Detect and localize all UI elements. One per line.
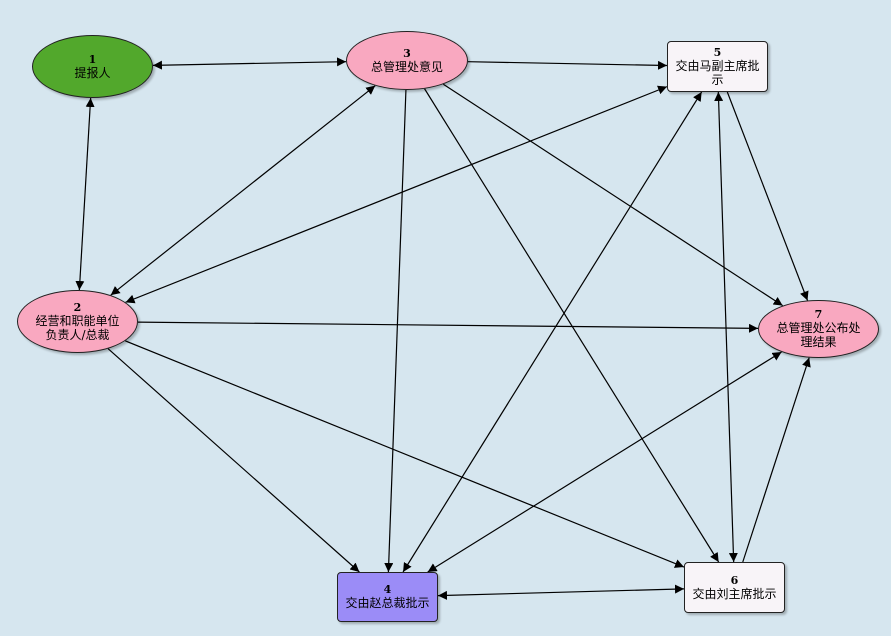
edge-4-5[interactable] bbox=[402, 91, 703, 573]
node-number: 7 bbox=[814, 308, 823, 321]
node-number: 4 bbox=[383, 583, 392, 596]
edge-2-7[interactable] bbox=[137, 321, 759, 333]
edge-2-6[interactable] bbox=[125, 340, 685, 568]
node-number: 3 bbox=[403, 46, 411, 60]
edge-3-4[interactable] bbox=[384, 89, 407, 573]
edge-2-4[interactable] bbox=[107, 348, 360, 573]
node-label: 总管理处意见 bbox=[370, 59, 443, 74]
node-6-chairman-approval[interactable]: 6 交由刘主席批示 bbox=[684, 562, 785, 613]
node-label: 交由马副主席批示 bbox=[675, 58, 760, 87]
node-number: 5 bbox=[713, 45, 722, 59]
edge-2-5[interactable] bbox=[125, 85, 668, 304]
edge-2-3[interactable] bbox=[110, 85, 376, 296]
node-number: 1 bbox=[88, 52, 97, 66]
node-number: 6 bbox=[730, 573, 739, 587]
edge-4-6[interactable] bbox=[437, 584, 685, 600]
edge-1-3[interactable] bbox=[152, 57, 347, 70]
node-label: 经营和职能单位负责人/总裁 bbox=[35, 313, 120, 342]
node-1-reporter[interactable]: 1 提报人 bbox=[32, 35, 153, 98]
node-2-unit-head[interactable]: 2 经营和职能单位负责人/总裁 bbox=[17, 290, 138, 353]
edge-5-7[interactable] bbox=[726, 91, 809, 301]
node-3-admin-opinion[interactable]: 3 总管理处意见 bbox=[346, 31, 468, 90]
node-4-president-approval[interactable]: 4 交由赵总裁批示 bbox=[337, 572, 438, 622]
edge-3-5[interactable] bbox=[467, 60, 668, 70]
edge-6-7[interactable] bbox=[742, 357, 811, 563]
node-number: 2 bbox=[73, 300, 82, 314]
node-label: 交由赵总裁批示 bbox=[345, 596, 430, 610]
node-7-publish-result[interactable]: 7 总管理处公布处理结果 bbox=[758, 300, 879, 358]
edge-5-6[interactable] bbox=[714, 91, 738, 563]
node-label: 提报人 bbox=[74, 65, 111, 80]
node-label: 交由刘主席批示 bbox=[692, 586, 777, 601]
node-label: 总管理处公布处理结果 bbox=[776, 321, 861, 349]
edge-1-2[interactable] bbox=[75, 97, 95, 291]
node-5-vice-chairman-approval[interactable]: 5 交由马副主席批示 bbox=[667, 41, 768, 92]
edge-3-7[interactable] bbox=[442, 83, 784, 307]
